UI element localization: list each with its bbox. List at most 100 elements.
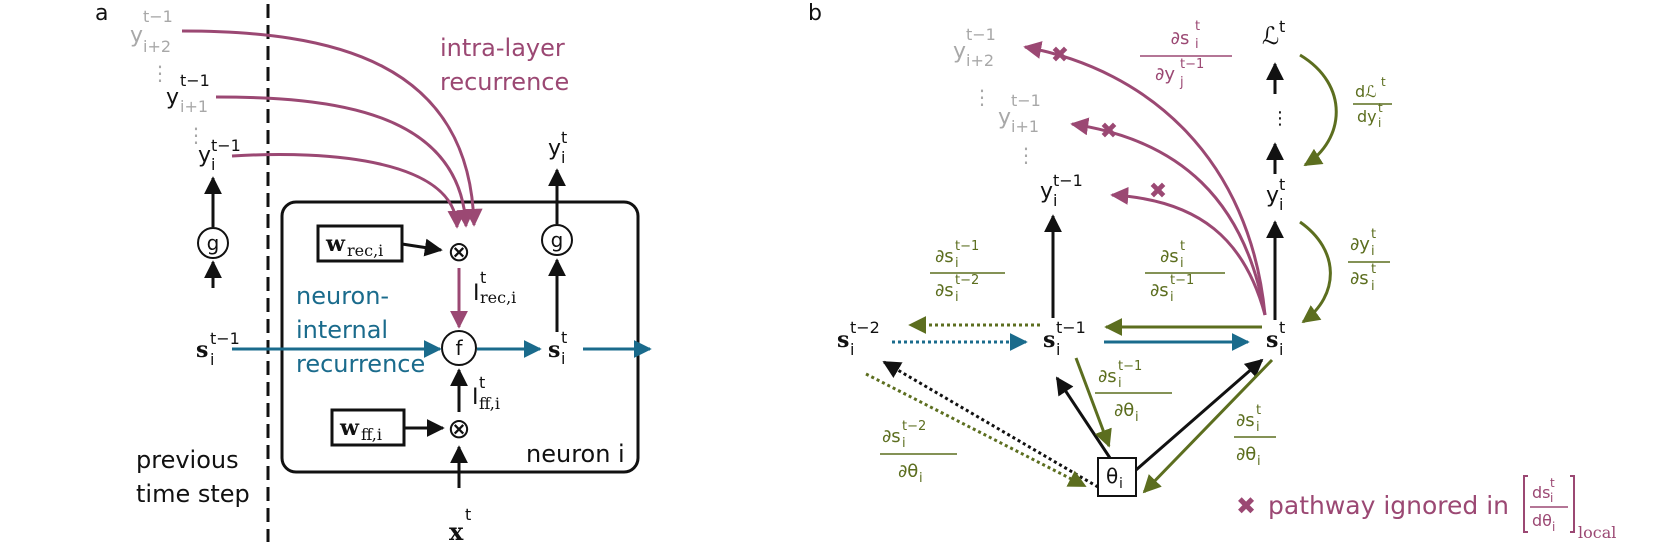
svg-text:ff,i: ff,i xyxy=(479,394,500,413)
svg-text:y: y xyxy=(1040,179,1053,204)
internal-label-2: internal xyxy=(296,316,388,344)
svg-text:dy: dy xyxy=(1357,107,1377,126)
svg-text:y: y xyxy=(953,39,966,64)
g-node xyxy=(541,224,573,256)
svg-text:i+1: i+1 xyxy=(1011,117,1039,136)
b-ellipsis-1: ⋮ xyxy=(972,85,992,109)
svg-text:∂θ: ∂θ xyxy=(1114,400,1134,421)
arrow-y-i2-recurrence xyxy=(181,29,483,227)
b-arrow-dL-dy xyxy=(1299,53,1338,167)
svg-text:j: j xyxy=(1179,75,1184,90)
legend-cross: ✖ xyxy=(1236,492,1256,520)
b-frac-dy-ds: ∂y t i ∂s t i xyxy=(1348,227,1390,294)
svg-text:y: y xyxy=(198,143,211,168)
b-arrow-theta-to-s xyxy=(1135,358,1264,472)
I-ff-label: I ff,i t xyxy=(472,373,500,413)
svg-text:t: t xyxy=(480,268,486,287)
b-arrow-recur-i2 xyxy=(1023,41,1267,316)
svg-text:∂s: ∂s xyxy=(1160,246,1179,267)
svg-text:t−1: t−1 xyxy=(210,329,240,348)
svg-text:i: i xyxy=(1135,410,1139,425)
b-cross-1: ✖ xyxy=(1051,43,1069,68)
svg-text:s: s xyxy=(1043,327,1055,353)
svg-text:i: i xyxy=(955,290,959,305)
y-t1-i2-label: y i+2 t−1 xyxy=(130,7,173,56)
b-s-t-label: s i t xyxy=(1266,318,1285,359)
legend-text: pathway ignored in xyxy=(1268,491,1509,520)
svg-text:t−1: t−1 xyxy=(1056,318,1086,337)
internal-label-1: neuron- xyxy=(296,282,389,310)
svg-text:ff,i: ff,i xyxy=(361,425,382,444)
s-t1-i-label: s i t−1 xyxy=(196,329,240,369)
svg-text:y: y xyxy=(1266,183,1279,208)
svg-text:∂s: ∂s xyxy=(1350,268,1369,289)
y-t-i-label: y i t xyxy=(548,128,567,167)
svg-text:i: i xyxy=(1195,37,1199,52)
svg-text:t−1: t−1 xyxy=(955,239,979,254)
svg-text:i: i xyxy=(561,148,565,167)
svg-text:t: t xyxy=(1279,17,1285,36)
w-rec-box xyxy=(316,224,404,263)
b-s-t2-label: s i t−2 xyxy=(837,318,880,359)
svg-text:t: t xyxy=(1381,75,1386,89)
svg-text:w: w xyxy=(339,415,360,441)
svg-text:x: x xyxy=(449,517,464,542)
svg-text:i: i xyxy=(902,436,906,451)
b-frac-dL-dy: dℒ t dy t i xyxy=(1353,75,1392,130)
svg-text:dθ: dθ xyxy=(1532,511,1552,530)
svg-text:rec,i: rec,i xyxy=(347,241,383,260)
svg-text:∂y: ∂y xyxy=(1350,234,1370,255)
svg-text:t: t xyxy=(1279,175,1285,194)
svg-text:t−2: t−2 xyxy=(850,318,880,337)
intra-layer-label-2: recurrence xyxy=(440,68,569,96)
svg-text:t−1: t−1 xyxy=(211,136,241,155)
svg-text:t: t xyxy=(479,373,485,392)
svg-text:i: i xyxy=(1378,116,1381,130)
svg-text:ℒ: ℒ xyxy=(1262,22,1279,50)
svg-text:t−1: t−1 xyxy=(143,7,173,26)
b-frac-ds-ds1: ∂s t i ∂s t−1 i xyxy=(1145,239,1225,305)
svg-text:i+1: i+1 xyxy=(180,97,208,116)
svg-text:∂s: ∂s xyxy=(1098,366,1117,387)
panel-b: b y i+2 t−1 ⋮ y i+1 t−1 ⋮ y i t−1 ℒ t ⋮ … xyxy=(808,1,1616,542)
previous-label-1: previous xyxy=(136,446,239,474)
w-ff-label: w ff,i xyxy=(339,415,382,444)
svg-text:i: i xyxy=(850,340,854,359)
svg-text:t: t xyxy=(1550,476,1555,490)
svg-text:t−1: t−1 xyxy=(1180,57,1204,72)
svg-text:ds: ds xyxy=(1532,483,1551,502)
svg-text:t−2: t−2 xyxy=(955,273,979,288)
svg-text:t: t xyxy=(1195,19,1200,34)
svg-text:i: i xyxy=(1170,290,1174,305)
svg-text:i: i xyxy=(1552,520,1555,534)
svg-text:∂s: ∂s xyxy=(935,246,954,267)
svg-text:t−2: t−2 xyxy=(902,419,926,434)
w-rec-label: w rec,i xyxy=(325,231,383,260)
svg-text:∂y: ∂y xyxy=(1155,64,1175,85)
neuron-i-label: neuron i xyxy=(526,440,625,468)
internal-label-3: recurrence xyxy=(296,350,425,378)
svg-text:y: y xyxy=(166,85,179,110)
svg-text:i: i xyxy=(1118,376,1122,391)
svg-text:i: i xyxy=(1279,340,1283,359)
times-ff-node: ⊗ xyxy=(447,412,470,445)
b-arrow-theta-to-s1 xyxy=(1055,376,1112,459)
svg-text:i: i xyxy=(955,256,959,271)
b-y-t1-i2-label: y i+2 t−1 xyxy=(953,25,996,70)
svg-text:s: s xyxy=(548,337,560,363)
arrow-wrec-to-times xyxy=(401,238,443,257)
b-legend: ✖ pathway ignored in ds t i dθ i local xyxy=(1236,475,1616,542)
svg-text:i: i xyxy=(561,349,565,368)
b-arrow-recur-i xyxy=(1110,186,1267,316)
b-loss-label: ℒ t xyxy=(1262,17,1285,50)
b-y-t-i-label: y i t xyxy=(1266,175,1285,214)
ellipsis-a-1: ⋮ xyxy=(150,61,170,85)
svg-text:y: y xyxy=(548,136,561,161)
panel-a: a y i+2 t−1 ⋮ y i+1 t−1 ⋮ y i t−1 g s xyxy=(95,1,652,542)
panel-a-label: a xyxy=(95,1,108,26)
svg-text:i+2: i+2 xyxy=(143,37,171,56)
b-frac-ds-dy: ∂s t i ∂y t−1 j xyxy=(1140,19,1232,90)
b-s-t1-label: s i t−1 xyxy=(1043,318,1086,359)
svg-text:i: i xyxy=(1257,454,1261,469)
